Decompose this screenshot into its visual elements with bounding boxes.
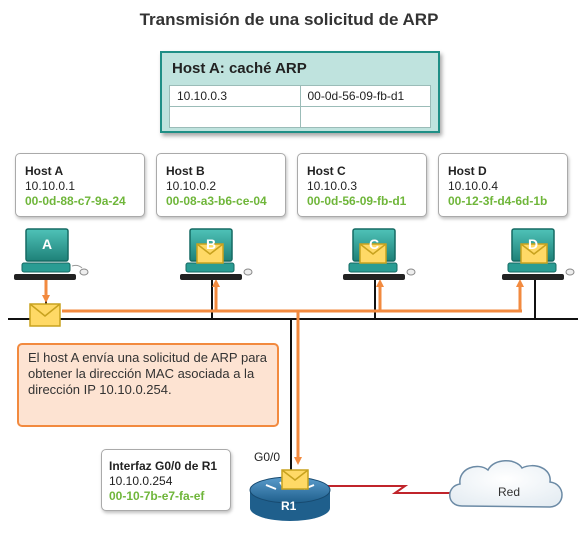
- router-info: Interfaz G0/0 de R1 10.10.0.254 00-10-7b…: [101, 449, 231, 511]
- computer-a-icon: [14, 228, 89, 280]
- host-a-info: Host A 10.10.0.1 00-0d-88-c7-9a-24: [15, 153, 145, 217]
- router-mac: 00-10-7b-e7-fa-ef: [109, 489, 205, 503]
- host-mac: 00-12-3f-d4-6d-1b: [448, 194, 548, 208]
- explanation-text: El host A envía una solicitud de ARP par…: [28, 350, 267, 397]
- host-mac: 00-0d-88-c7-9a-24: [25, 194, 126, 208]
- host-b-info: Host B 10.10.0.2 00-08-a3-b6-ce-04: [156, 153, 286, 217]
- host-name: Host C: [307, 164, 346, 178]
- router-ip: 10.10.0.254: [109, 474, 173, 488]
- arp-cache-title: Host A: caché ARP: [172, 60, 307, 77]
- host-c-info: Host C 10.10.0.3 00-0d-56-09-fb-d1: [297, 153, 427, 217]
- host-name: Host B: [166, 164, 205, 178]
- host-d-letter: D: [527, 236, 539, 252]
- table-row: [169, 106, 431, 128]
- router-icon: [249, 476, 331, 521]
- cache-ip-cell: [169, 106, 301, 128]
- envelope-icon: [359, 243, 387, 264]
- host-c-letter: C: [368, 236, 380, 252]
- wan-link: [322, 485, 455, 494]
- envelope-icon: [196, 243, 224, 264]
- arp-cache-table: 10.10.0.3 00-0d-56-09-fb-d1: [169, 85, 431, 128]
- host-name: Host A: [25, 164, 64, 178]
- explanation-callout: El host A envía una solicitud de ARP par…: [17, 343, 279, 427]
- host-d-info: Host D 10.10.0.4 00-12-3f-d4-6d-1b: [438, 153, 568, 217]
- router-port-label: G0/0: [254, 450, 281, 464]
- cache-mac-cell: [299, 106, 431, 128]
- host-mac: 00-08-a3-b6-ce-04: [166, 194, 267, 208]
- host-a-letter: A: [41, 236, 53, 252]
- envelope-icon: [281, 469, 309, 490]
- page-title: Transmisión de una solicitud de ARP: [139, 10, 439, 29]
- host-ip: 10.10.0.2: [166, 179, 217, 193]
- envelope-icon: [520, 243, 548, 264]
- host-mac: 00-0d-56-09-fb-d1: [307, 194, 407, 208]
- cache-ip-cell: 10.10.0.3: [169, 85, 301, 107]
- host-name: Host D: [448, 164, 487, 178]
- network-cloud-icon: [449, 460, 563, 508]
- cloud-label: Red: [498, 485, 521, 499]
- table-row: 10.10.0.3 00-0d-56-09-fb-d1: [169, 85, 431, 107]
- host-b-letter: B: [205, 236, 217, 252]
- router-interface-title: Interfaz G0/0 de R1: [109, 459, 218, 473]
- arp-cache-panel: Host A: caché ARP 10.10.0.3 00-0d-56-09-…: [160, 51, 440, 133]
- host-ip: 10.10.0.1: [25, 179, 76, 193]
- router-name: R1: [281, 499, 297, 513]
- envelope-icon: [29, 303, 61, 327]
- host-ip: 10.10.0.3: [307, 179, 358, 193]
- host-ip: 10.10.0.4: [448, 179, 499, 193]
